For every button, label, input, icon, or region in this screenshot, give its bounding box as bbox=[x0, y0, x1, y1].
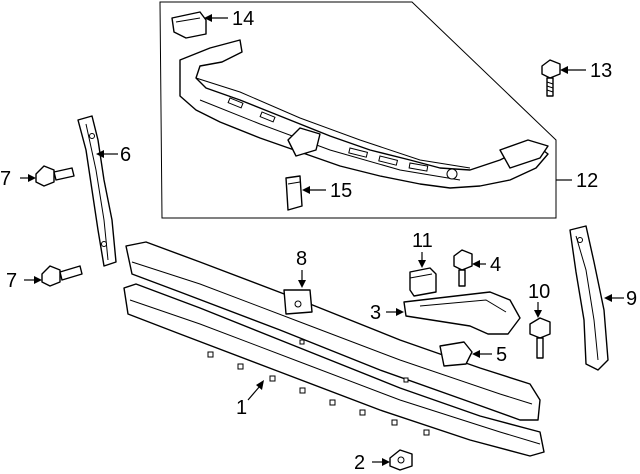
part-10-bolt bbox=[529, 317, 551, 359]
callout-10: 10 bbox=[528, 281, 550, 303]
callout-9: 9 bbox=[626, 288, 637, 310]
part-14-clip bbox=[171, 11, 207, 39]
upper-support-part bbox=[179, 39, 549, 189]
part-11-bumper-block bbox=[409, 267, 437, 297]
part-1-bumper-beam bbox=[123, 241, 545, 457]
callout-15: 15 bbox=[330, 180, 352, 202]
part-15-bracket bbox=[285, 175, 303, 211]
part-3-bracket bbox=[403, 291, 521, 335]
callout-2: 2 bbox=[354, 452, 365, 474]
callout-4: 4 bbox=[490, 254, 501, 276]
part-2-nut bbox=[389, 449, 413, 471]
part-9-right-bracket bbox=[569, 225, 609, 371]
callout-14: 14 bbox=[232, 8, 254, 30]
leader-lines bbox=[20, 14, 624, 466]
part-7-bolt-upper bbox=[35, 165, 75, 187]
inset-frame bbox=[159, 1, 557, 219]
callout-6: 6 bbox=[120, 144, 131, 166]
callout-7-upper: 7 bbox=[0, 168, 11, 190]
callout-3: 3 bbox=[370, 302, 381, 324]
callout-1: 1 bbox=[236, 397, 247, 419]
part-13-bolt bbox=[541, 59, 561, 97]
callout-8: 8 bbox=[296, 248, 307, 270]
callout-5: 5 bbox=[496, 344, 507, 366]
part-4-bolt bbox=[453, 249, 473, 287]
callout-7-lower: 7 bbox=[6, 270, 17, 292]
part-6-left-bracket bbox=[77, 115, 117, 267]
callout-12: 12 bbox=[576, 170, 598, 192]
callout-13: 13 bbox=[590, 60, 612, 82]
part-7-bolt-lower bbox=[41, 265, 83, 287]
part-8-clip bbox=[283, 289, 313, 315]
callout-11: 11 bbox=[412, 230, 433, 252]
part-5-clip bbox=[439, 341, 473, 367]
